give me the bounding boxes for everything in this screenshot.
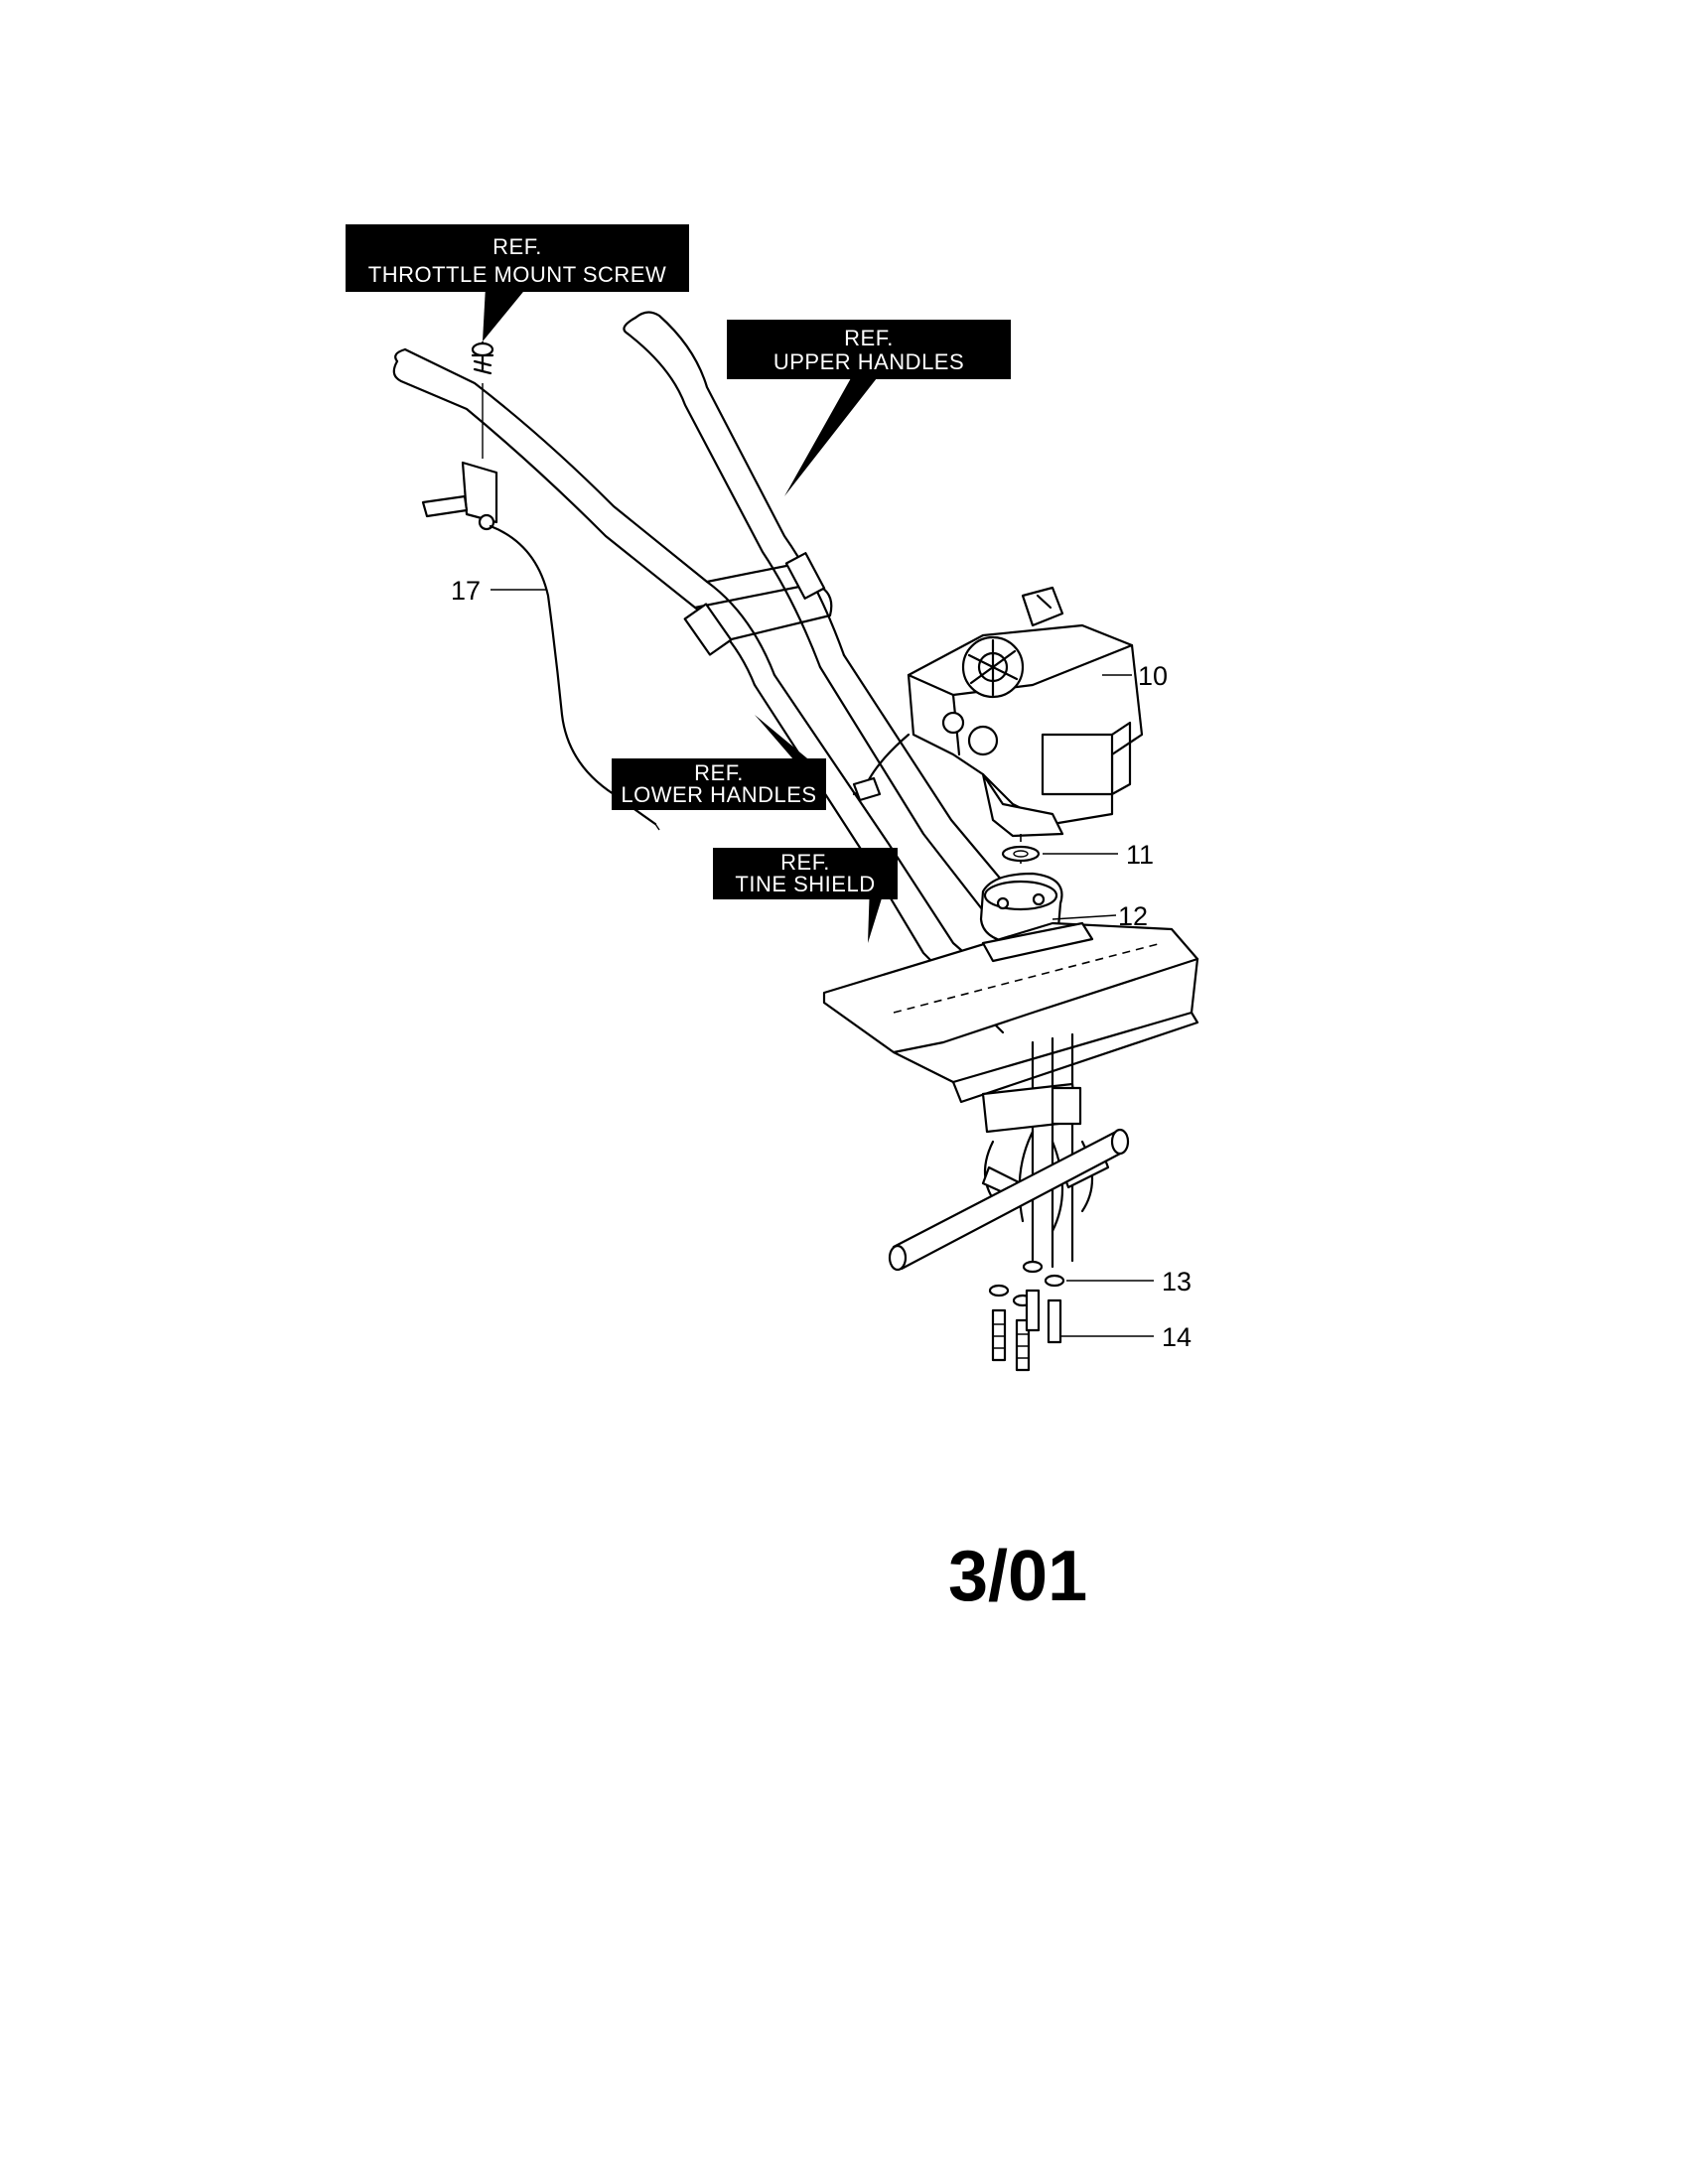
callout-line2: THROTTLE MOUNT SCREW [368, 262, 666, 287]
callout-line1: REF. [780, 850, 830, 875]
washer-11-drawing [1001, 834, 1041, 864]
date-code: 3/01 [948, 1537, 1087, 1616]
tine-assembly-drawing [888, 1032, 1130, 1372]
part-13-label: 13 [1066, 1267, 1192, 1297]
part-17-label: 17 [451, 576, 546, 606]
part-10-label: 10 [1102, 661, 1168, 691]
part-number: 11 [1126, 840, 1154, 870]
part-number: 10 [1138, 661, 1168, 691]
callout-tine-shield: REF. TINE SHIELD [713, 848, 898, 899]
part-number: 12 [1118, 901, 1148, 931]
callout-upper-handles: REF. UPPER HANDLES [727, 320, 1011, 379]
callout-line1: REF. [844, 326, 894, 350]
tine-shield-drawing [822, 921, 1199, 1104]
callout-line2: TINE SHIELD [735, 872, 875, 896]
part-12-label: 12 [1052, 901, 1148, 931]
part-number: 14 [1162, 1322, 1192, 1352]
callout-lower-handles: REF. LOWER HANDLES [612, 758, 826, 810]
part-14-label: 14 [1060, 1322, 1192, 1352]
callout-line2: UPPER HANDLES [773, 349, 964, 374]
callout-line1: REF. [492, 234, 542, 259]
callout-throttle-mount-screw: REF. THROTTLE MOUNT SCREW [346, 224, 689, 292]
callout-line1: REF. [694, 760, 744, 785]
callout-line2: LOWER HANDLES [621, 782, 816, 807]
part-number: 17 [451, 576, 481, 606]
part-number: 13 [1162, 1267, 1192, 1297]
engine-drawing [852, 586, 1144, 838]
part-11-label: 11 [1043, 840, 1154, 870]
throttle-control-drawing [421, 341, 660, 831]
